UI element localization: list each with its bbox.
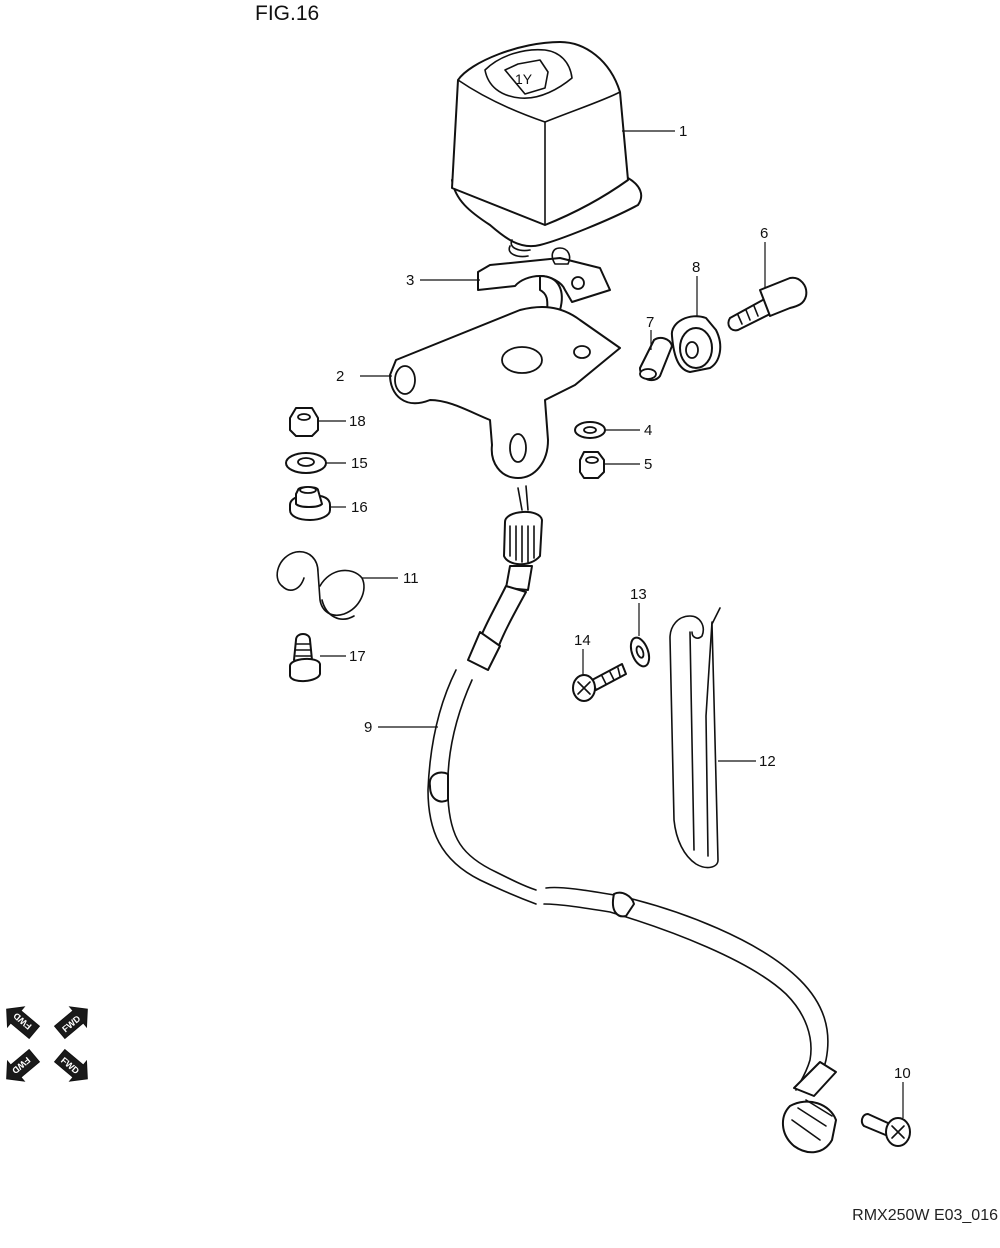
callout-11: 11 [403, 570, 419, 587]
fwd-arrow-icon: FWD [6, 1048, 41, 1082]
callout-6: 6 [760, 225, 768, 242]
figure-title: FIG.16 [255, 2, 320, 25]
fwd-direction-legend: FWD FWD FWD FWD [6, 1006, 88, 1082]
callout-7: 7 [646, 314, 654, 331]
part-15-washer [285, 452, 327, 474]
callout-10: 10 [894, 1065, 911, 1082]
part-16-collar [289, 486, 331, 521]
fwd-arrow-icon: FWD [53, 1048, 88, 1082]
callout-1: 1 [679, 123, 687, 140]
part-6-bolt [727, 276, 808, 332]
callout-9: 9 [364, 719, 372, 736]
fwd-arrow-icon: FWD [53, 1006, 88, 1040]
callout-13: 13 [630, 586, 647, 603]
callout-18: 18 [349, 413, 366, 430]
part-14-screw [572, 663, 627, 702]
callout-8: 8 [692, 259, 700, 276]
part-8-grommet [670, 315, 722, 373]
callout-12: 12 [759, 753, 776, 770]
callout-14: 14 [574, 632, 591, 649]
diagram-code: RMX250W E03_016 [852, 1207, 998, 1224]
part-11-wire-clip [276, 550, 365, 620]
svg-text:1Y: 1Y [515, 71, 533, 87]
leader-lines [318, 130, 904, 1118]
callout-16: 16 [351, 499, 368, 516]
fwd-arrow-icon: FWD [6, 1006, 41, 1040]
callout-4: 4 [644, 422, 652, 439]
part-1-switch-cover: 1Y [451, 41, 643, 258]
callout-3: 3 [406, 272, 414, 289]
callout-15: 15 [351, 455, 368, 472]
part-4-washer [574, 421, 606, 439]
callout-5: 5 [644, 456, 652, 473]
part-2-bracket [389, 306, 621, 479]
callout-2: 2 [336, 368, 344, 385]
part-9-cable [427, 485, 837, 1154]
callout-labels: 1 2 3 4 5 6 7 8 9 10 11 12 13 14 15 16 1… [336, 123, 911, 1082]
callout-17: 17 [349, 648, 366, 665]
part-12-band [669, 607, 721, 869]
part-7-collar [639, 337, 673, 382]
part-18-nut [289, 407, 319, 437]
part-5-nut [579, 451, 605, 479]
part-10-screw [860, 1113, 911, 1147]
part-13-washer [629, 636, 651, 668]
part-17-screw [289, 633, 321, 682]
